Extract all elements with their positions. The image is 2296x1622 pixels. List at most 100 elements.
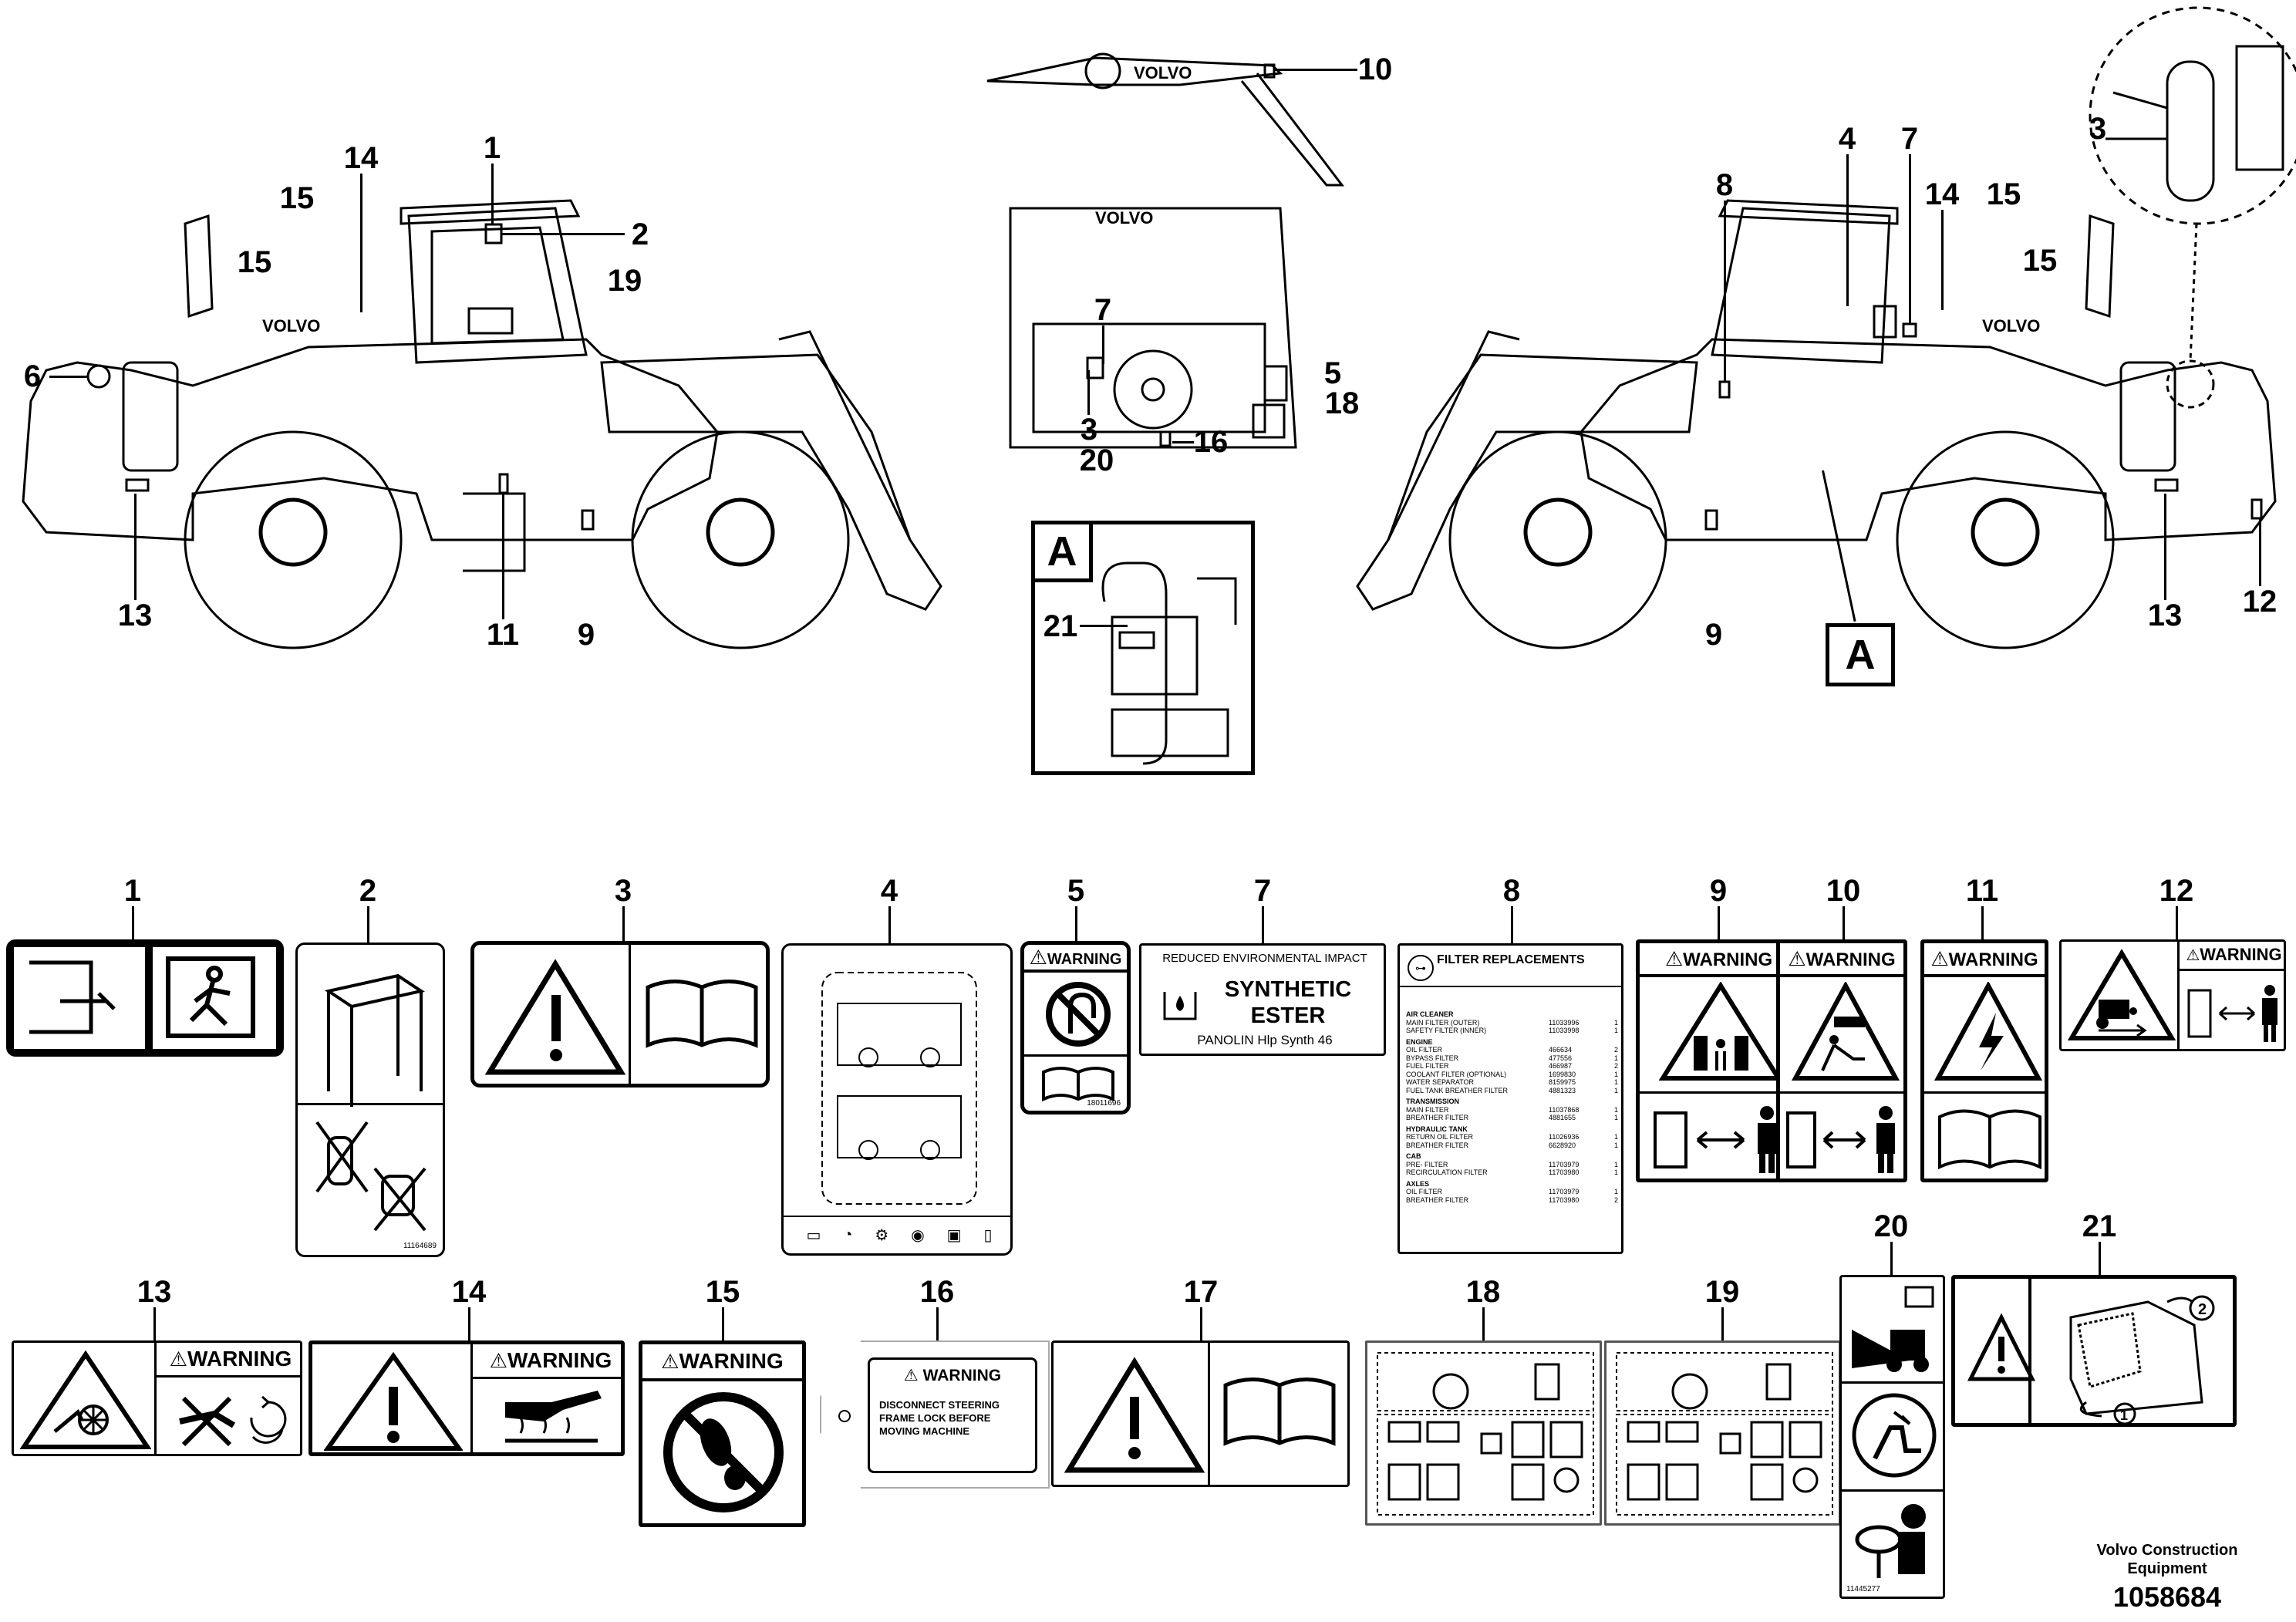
- callout-8: 8: [1502, 874, 1521, 908]
- callout-4-top: 4: [1838, 122, 1856, 156]
- sticker-7-synthetic-ester: REDUCED ENVIRONMENTAL IMPACT SYNTHETIC E…: [1139, 943, 1386, 1056]
- sticker-2-rops: 11164689: [295, 943, 445, 1257]
- steering-lock-text: DISCONNECT STEERING FRAME LOCK BEFORE MO…: [879, 1399, 1000, 1437]
- sticker-16-header: ⚠ WARNING: [903, 1367, 1002, 1384]
- sticker-15-no-step: ⚠WARNING: [639, 1340, 806, 1527]
- leader-sticker-17: [1200, 1307, 1202, 1342]
- filter-row-name: BREATHER FILTER: [1406, 1141, 1469, 1149]
- callout-6-top: 6: [23, 359, 42, 393]
- oil-icon: ◔: [843, 1226, 853, 1243]
- filter-row-part: 8159975: [1549, 1078, 1576, 1086]
- callout-1: 1: [123, 874, 142, 908]
- filter-row-name: PRE- FILTER: [1406, 1160, 1448, 1168]
- leader-sticker-4: [888, 906, 891, 945]
- filter-row-qty: 1: [1613, 1133, 1618, 1141]
- filter-row-name: BYPASS FILTER: [1406, 1054, 1459, 1062]
- env-impact-sub: PANOLIN Hlp Synth 46: [1197, 1033, 1333, 1047]
- warning-triangle-icon: ⚠: [903, 1367, 919, 1384]
- filter-row-part: 11703980: [1549, 1195, 1580, 1204]
- warning-triangle-icon: ⚠: [1788, 947, 1806, 970]
- filter-row-qty: 1: [1613, 1018, 1618, 1027]
- filter-row-qty: 1: [1613, 1027, 1618, 1034]
- sticker-20-divider-1: [1842, 1381, 1943, 1384]
- caution-triangle-icon: [1064, 1357, 1205, 1473]
- filter-row-name: MAIN FILTER (OUTER): [1406, 1018, 1480, 1027]
- callout-7-top-cab: 7: [1094, 293, 1112, 327]
- leader-sticker-15: [722, 1307, 724, 1342]
- warning-triangle-icon: ⚠: [1664, 947, 1684, 970]
- footer-company: Volvo Construction Equipment: [2096, 1542, 2238, 1577]
- callout-7: 7: [1253, 874, 1272, 908]
- sticker-11-divider: [1924, 1091, 2045, 1094]
- step-ladder-drawing: [1101, 561, 1237, 765]
- operator-steering-icon: [1855, 1504, 1926, 1578]
- leader-13-right: [2164, 494, 2166, 600]
- callout-13-top-right: 13: [2147, 599, 2183, 632]
- filter-row-name: SAFETY FILTER (INNER): [1406, 1027, 1487, 1034]
- filter-row-part: 1699830: [1549, 1070, 1576, 1078]
- service-points-diagram: [821, 972, 977, 1205]
- callout-20-top-cab: 20: [1079, 443, 1114, 477]
- sticker-10-header: ⚠WARNING: [1780, 943, 1903, 977]
- callout-11: 11: [1965, 874, 1999, 908]
- detail-a-label: A: [1031, 521, 1093, 582]
- callout-3: 3: [614, 874, 632, 908]
- leader-14-right: [1941, 210, 1944, 310]
- filter-row-part: 4881655: [1549, 1114, 1576, 1121]
- filter-title: FILTER REPLACEMENTS: [1437, 953, 1585, 966]
- filter-row-name: COOLANT FILTER (OPTIONAL): [1406, 1070, 1507, 1078]
- callout-5: 5: [1067, 874, 1085, 908]
- filter-row-part: [1549, 1010, 1603, 1019]
- right-machine-side-view: VOLVO: [1356, 199, 2277, 649]
- filter-row-qty: 1: [1613, 1114, 1618, 1121]
- leader-sticker-13: [153, 1307, 156, 1342]
- leader-sticker-5: [1075, 906, 1077, 943]
- machine-illustrations: VOLVO VOLVO VOLVO: [22, 6, 2296, 649]
- sticker-3-divider: [629, 945, 631, 1084]
- leader-sticker-8: [1511, 906, 1513, 943]
- controls-layout-diagram: [1377, 1352, 1594, 1516]
- leader-sticker-16: [936, 1307, 939, 1342]
- callout-21: 21: [2082, 1209, 2117, 1243]
- callout-13-top-left: 13: [117, 599, 153, 632]
- sticker-4-service-points: ▭◔⚙◉▣▯: [781, 943, 1013, 1256]
- caution-triangle-icon: [484, 959, 626, 1075]
- electric-shock-icon: [1934, 982, 2042, 1081]
- filter-row-name: CAB: [1406, 1152, 1421, 1160]
- warning-triangle-icon: ⚠: [2186, 947, 2200, 964]
- warning-triangle-icon: ⚠: [661, 1350, 679, 1373]
- tag-hole: [838, 1410, 851, 1422]
- sticker-21-grille-opening: 2 1: [1951, 1275, 2237, 1427]
- filter-row: CAB: [1406, 1152, 1618, 1161]
- leader-sticker-20: [1890, 1242, 1893, 1276]
- callout-4: 4: [880, 874, 899, 908]
- callout-15-top-left-b: 15: [237, 245, 272, 279]
- warning-triangle-icon: ⚠: [1930, 947, 1949, 970]
- leader-sticker-18: [1482, 1307, 1485, 1342]
- callout-5-top-cab: 5: [1323, 356, 1342, 390]
- callout-9-top-left: 9: [577, 618, 595, 652]
- filter-row-name: ENGINE: [1406, 1037, 1433, 1046]
- callout-13: 13: [137, 1275, 172, 1309]
- filter-row-qty: 1: [1613, 1105, 1618, 1114]
- filter-row-name: BREATHER FILTER: [1406, 1195, 1469, 1204]
- filter-row: ENGINE: [1406, 1038, 1618, 1047]
- grease-icon: ◉: [911, 1226, 925, 1244]
- sticker-5-code: 18011696: [1087, 1099, 1121, 1108]
- callout-14: 14: [451, 1275, 487, 1309]
- leader-sticker-10: [1843, 906, 1845, 941]
- filter-row: HYDRAULIC TANK: [1406, 1125, 1618, 1134]
- filter-row-part: 6628920: [1549, 1141, 1576, 1149]
